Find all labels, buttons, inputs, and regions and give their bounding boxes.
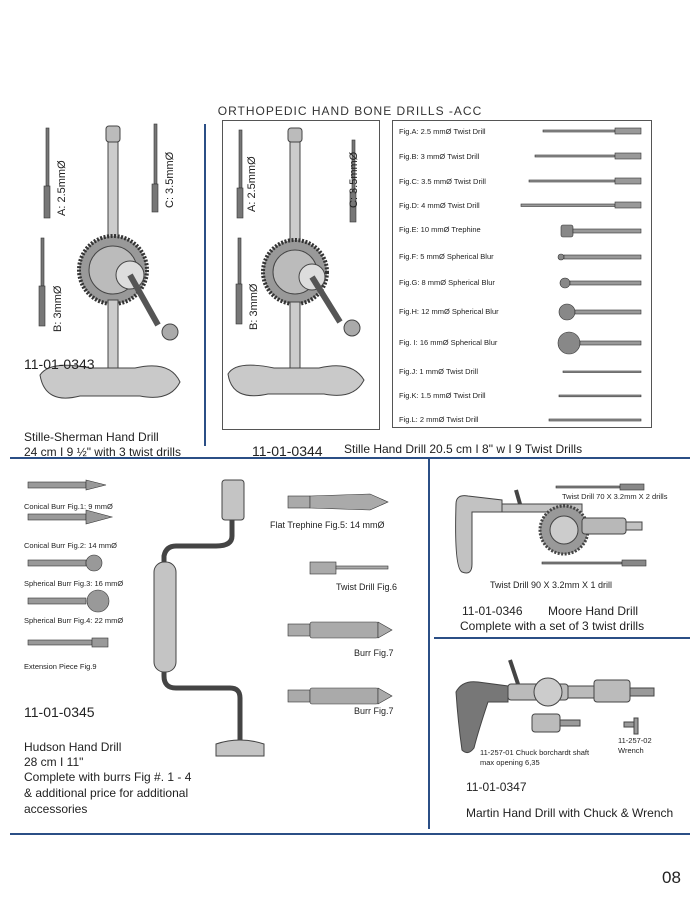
burr-set-illustration [27,479,114,648]
product-code: 11-01-0344 [252,443,323,459]
fig-d-label: Fig.D: 4 mmØ Twist Drill [399,201,480,210]
chuck-label-line1: 11-257-01 Chuck borchardt shaft [480,748,590,757]
divider-vertical-top [204,124,206,446]
divider-horizontal-mid [10,457,690,459]
divider-horizontal-bottom [10,833,690,835]
burr-fig2-label: Conical Burr Fig.2: 14 mmØ [24,541,117,550]
fig-c-label: Fig.C: 3.5 mmØ Twist Drill [399,177,486,186]
flat-trephine-label: Flat Trephine Fig.5: 14 mmØ [270,520,385,530]
fig-h-label: Fig.H: 12 mmØ Spherical Blur [399,307,499,316]
accessory-set-illustration [287,493,393,705]
product-description: Martin Hand Drill with Chuck & Wrench [466,806,674,820]
fig-bits-illustration [520,127,642,422]
page-number: 08 [662,868,681,887]
drill-label-c: C: 3.5mmØ [164,151,176,208]
fig-j-label: Fig.J: 1 mmØ Twist Drill [399,367,479,376]
divider-horizontal-right [434,637,690,639]
fig-k-label: Fig.K: 1.5 mmØ Twist Drill [399,391,486,400]
drill-label-a: A: 2.5mmØ [246,156,258,212]
twist-drill-70-label: Twist Drill 70 X 3.2mm X 2 drills [562,492,668,501]
product-code: 11-01-0347 [466,780,527,794]
twist-drill-fig6-label: Twist Drill Fig.6 [336,582,398,592]
twist-drill-90-label: Twist Drill 90 X 3.2mm X 1 drill [490,580,613,590]
wrench-label-line1: 11-257-02 [618,736,652,745]
burr-fig3-label: Spherical Burr Fig.3: 16 mmØ [24,579,124,588]
product-description: Complete with a set of 3 twist drills [460,619,645,633]
drill-label-b: B: 3mmØ [52,285,64,332]
fig-f-label: Fig.F: 5 mmØ Spherical Blur [399,252,494,261]
product-code: 11-01-0345 [24,704,95,720]
burr-fig7-label: Burr Fig.7 [354,648,394,658]
fig-b-label: Fig.B: 3 mmØ Twist Drill [399,152,480,161]
fig-a-label: Fig.A: 2.5 mmØ Twist Drill [399,127,486,136]
chuck-label-line2: max opening 6,35 [480,758,540,767]
product-description: Stille Hand Drill 20.5 cm I 8" w I 9 Twi… [344,442,583,456]
burr-fig7b-label: Burr Fig.7 [354,706,394,716]
moore-drill-illustration [455,483,647,574]
fig-table: Fig.A: 2.5 mmØ Twist Drill Fig.B: 3 mmØ … [392,120,652,428]
hudson-brace-illustration [153,479,265,757]
stille-sherman-drill-illustration [38,123,181,399]
product-description-line3: accessories [24,802,88,816]
product-name: Hudson Hand Drill [24,740,122,754]
extension-piece-label: Extension Piece Fig.9 [24,662,97,671]
product-code: 11-01-0343 [24,356,95,372]
fig-i-label: Fig. I: 16 mmØ Spherical Blur [399,338,498,347]
page-title: ORTHOPEDIC HAND BONE DRILLS -ACC [217,104,483,118]
stille-drill-illustration [227,127,365,397]
product-description-line1: Complete with burrs Fig #. 1 - 4 [24,770,192,784]
drill-label-b: B: 3mmØ [248,283,260,330]
martin-drill-illustration [455,659,655,754]
drill-label-c: C: 3.5mmØ [348,151,360,208]
burr-fig1-label: Conical Burr Fig.1: 9 mmØ [24,502,113,511]
product-size: 28 cm I 11" [24,755,84,769]
product-description: 24 cm I 9 ½" with 3 twist drills [24,445,181,459]
divider-vertical-bottom [428,459,430,829]
product-code: 11-01-0346 [462,604,523,618]
product-name: Moore Hand Drill [548,604,639,618]
fig-l-label: Fig.L: 2 mmØ Twist Drill [399,415,479,424]
fig-g-label: Fig.G: 8 mmØ Spherical Blur [399,278,495,287]
drill-label-a: A: 2.5mmØ [56,160,68,216]
product-description-line2: & additional price for additional [24,786,189,800]
fig-e-label: Fig.E: 10 mmØ Trephine [399,225,481,234]
burr-fig4-label: Spherical Burr Fig.4: 22 mmØ [24,616,124,625]
wrench-label-line2: Wrench [618,746,644,755]
product-name: Stille-Sherman Hand Drill [24,430,159,444]
